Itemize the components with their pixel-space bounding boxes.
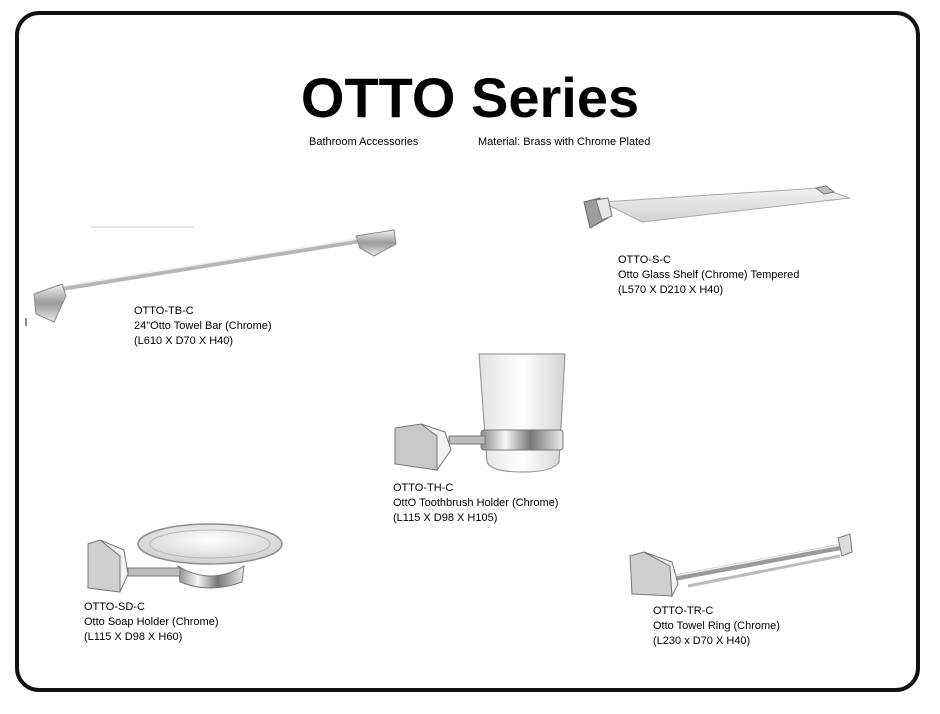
- product-code: OTTO-TR-C: [653, 605, 714, 617]
- product-code: OTTO-S-C: [618, 254, 671, 266]
- subtitle-material: Material: Brass with Chrome Plated: [478, 136, 651, 148]
- towel-bar-image: [25, 226, 397, 326]
- soap-holder-image: [87, 523, 283, 593]
- product-name: Otto Glass Shelf (Chrome) Tempered: [618, 269, 800, 281]
- product-dimensions: (L570 X D210 X H40): [618, 284, 724, 296]
- product-code: OTTO-TH-C: [393, 482, 454, 494]
- product-code: OTTO-TB-C: [134, 305, 194, 317]
- product-dimensions: (L610 X D70 X H40): [134, 335, 234, 347]
- product-name: 24"Otto Towel Bar (Chrome): [134, 320, 272, 332]
- glass-shelf-image: [583, 185, 851, 229]
- caption-towel-ring: OTTO-TR-C Otto Towel Ring (Chrome) (L230…: [653, 604, 780, 649]
- product-dimensions: (L115 X D98 X H105): [393, 512, 498, 524]
- subtitle-category: Bathroom Accessories: [309, 136, 419, 148]
- caption-soap-holder: OTTO-SD-C Otto Soap Holder (Chrome) (L11…: [84, 600, 219, 645]
- product-name: Otto Soap Holder (Chrome): [84, 616, 219, 628]
- page-title: OTTO Series: [300, 66, 640, 129]
- caption-toothbrush-holder: OTTO-TH-C OttO Toothbrush Holder (Chrome…: [393, 481, 558, 526]
- product-dimensions: (L115 X D98 X H60): [84, 631, 183, 643]
- caption-towel-bar: OTTO-TB-C 24"Otto Towel Bar (Chrome) (L6…: [134, 304, 272, 349]
- product-dimensions: (L230 x D70 X H40): [653, 635, 751, 647]
- towel-ring-image: [629, 533, 853, 598]
- product-name: Otto Towel Ring (Chrome): [653, 620, 780, 632]
- product-code: OTTO-SD-C: [84, 601, 145, 613]
- toothbrush-holder-image: [394, 353, 566, 473]
- product-name: OttO Toothbrush Holder (Chrome): [393, 497, 559, 509]
- page-frame: [15, 11, 920, 692]
- caption-glass-shelf: OTTO-S-C Otto Glass Shelf (Chrome) Tempe…: [618, 253, 799, 298]
